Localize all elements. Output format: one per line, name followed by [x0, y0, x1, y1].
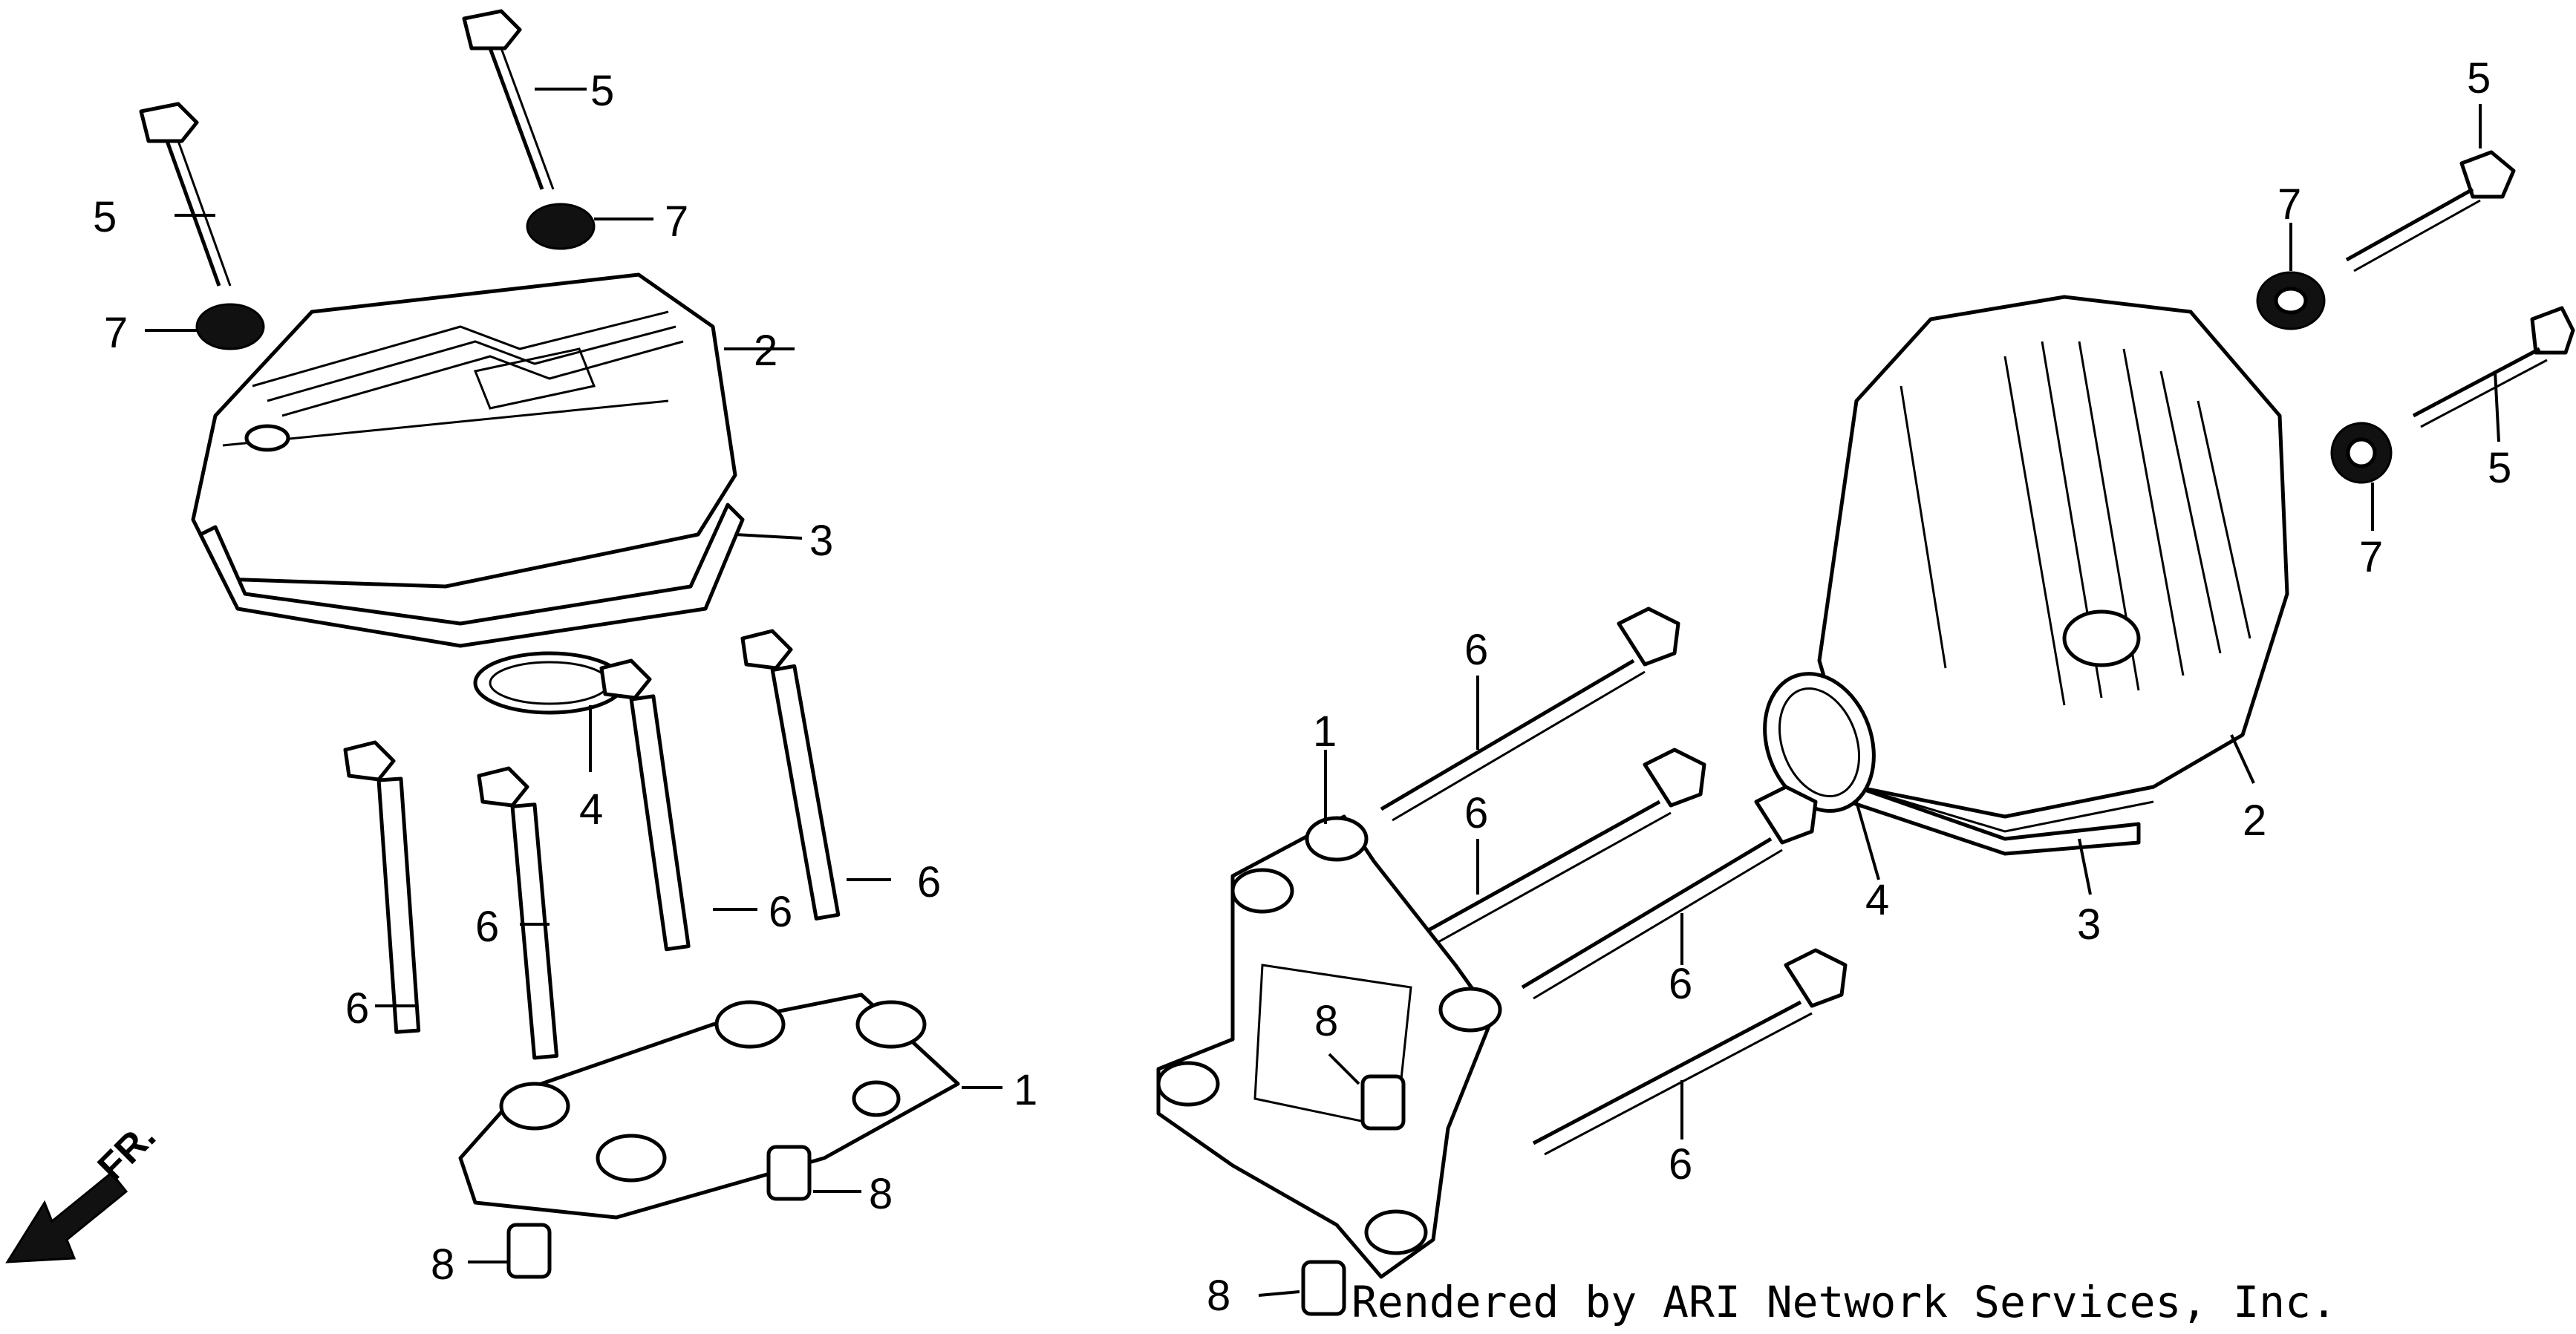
left-callout-6c: 6 — [769, 888, 792, 936]
left-bolt-5a — [139, 102, 232, 287]
credit-text: Rendered by ARI Network Services, Inc. — [1351, 1277, 2337, 1327]
left-callout-6d: 6 — [917, 858, 941, 906]
right-bolt-6d — [1532, 948, 1848, 1156]
right-rocker-holder — [1156, 814, 1502, 1279]
right-callout-8b: 8 — [1207, 1272, 1230, 1320]
left-callout-7b: 7 — [665, 197, 688, 246]
left-callout-5b: 5 — [590, 67, 614, 115]
right-callout-6a: 6 — [1464, 626, 1488, 674]
left-callout-6b: 6 — [475, 903, 499, 951]
left-bolt-6a — [343, 740, 421, 1034]
right-dowel-8b — [1301, 1260, 1346, 1316]
right-callout-8a: 8 — [1314, 997, 1338, 1045]
right-o-ring — [1763, 672, 1876, 813]
right-bolt-5b — [2412, 306, 2575, 428]
left-callout-3: 3 — [809, 517, 833, 565]
right-callout-6d: 6 — [1669, 1140, 1692, 1188]
right-head-cover — [1817, 295, 2289, 833]
left-grommet-7a — [195, 303, 265, 350]
left-callout-5a: 5 — [93, 193, 117, 241]
right-bolt-6c — [1521, 785, 1818, 1000]
right-dowel-8a — [1360, 1074, 1406, 1131]
left-gasket — [198, 503, 745, 648]
left-callout-1: 1 — [1014, 1066, 1037, 1114]
front-arrow-icon — [5, 1171, 128, 1263]
right-callout-6c: 6 — [1669, 960, 1692, 1008]
left-grommet-7b — [526, 203, 596, 250]
right-callout-5a: 5 — [2467, 54, 2491, 102]
left-callout-6a: 6 — [345, 984, 369, 1033]
left-dowel-8a — [766, 1145, 812, 1201]
right-bolt-6b — [1391, 748, 1706, 963]
right-callout-5b: 5 — [2488, 444, 2511, 492]
right-callout-1: 1 — [1313, 707, 1337, 756]
left-callout-2: 2 — [754, 327, 777, 375]
right-bolt-5a — [2345, 150, 2516, 272]
left-callout-8b: 8 — [431, 1240, 454, 1289]
left-dowel-8b — [506, 1223, 552, 1279]
left-bolt-6b — [477, 766, 559, 1060]
right-callout-2: 2 — [2243, 797, 2266, 845]
left-bolt-6c — [599, 658, 691, 952]
left-callout-7a: 7 — [104, 309, 128, 357]
left-head-cover — [191, 272, 737, 589]
left-callout-8a: 8 — [869, 1170, 893, 1218]
right-callout-7a: 7 — [2277, 180, 2301, 229]
left-bolt-5b — [462, 9, 555, 190]
left-callout-4: 4 — [579, 785, 603, 834]
left-bolt-6d — [740, 629, 841, 921]
right-callout-4: 4 — [1865, 876, 1889, 924]
right-bolt-6a — [1380, 606, 1680, 822]
right-callout-3: 3 — [2077, 900, 2101, 949]
right-callout-7b: 7 — [2359, 533, 2383, 581]
left-rocker-holder — [458, 993, 960, 1220]
right-callout-6b: 6 — [1464, 789, 1488, 837]
